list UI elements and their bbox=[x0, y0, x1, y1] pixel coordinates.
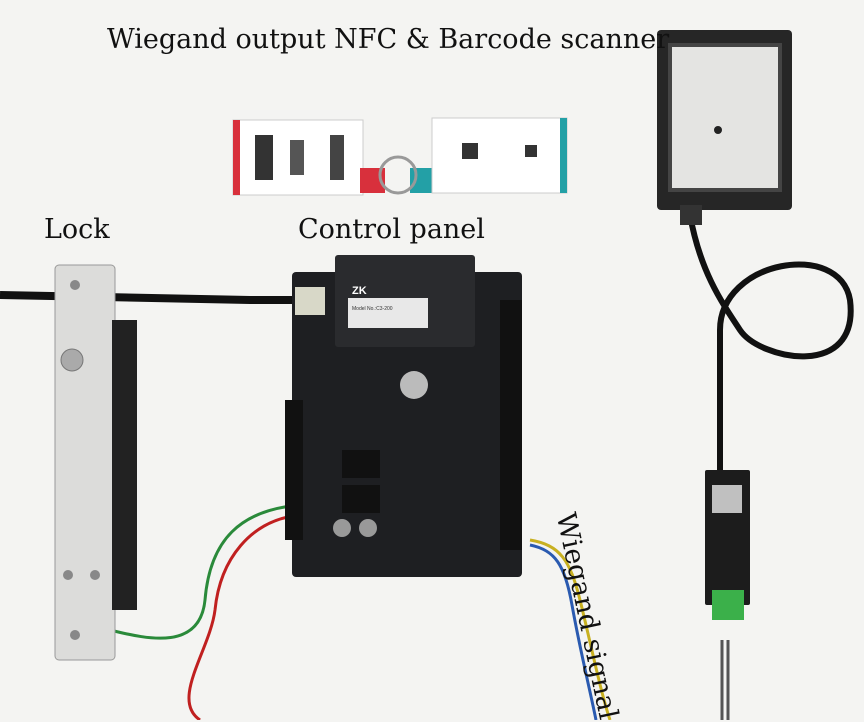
terminal-strip bbox=[285, 400, 303, 540]
lock-screw bbox=[90, 570, 100, 580]
lock-screw bbox=[70, 280, 80, 290]
lock-wire-red bbox=[187, 513, 301, 720]
scanner-cable bbox=[687, 214, 854, 470]
network-port bbox=[295, 287, 325, 315]
scanner-lens bbox=[714, 126, 722, 134]
wiegand-wire-blue bbox=[529, 543, 598, 720]
scanner-connector bbox=[680, 205, 702, 225]
converter-wires bbox=[720, 640, 730, 720]
barcode bbox=[330, 135, 344, 180]
lock-cable bbox=[0, 291, 300, 304]
qr-code bbox=[525, 145, 537, 157]
lock-screw bbox=[70, 630, 80, 640]
qr-card bbox=[431, 117, 568, 194]
rj45-port bbox=[712, 485, 742, 513]
capacitor bbox=[333, 519, 351, 537]
relay bbox=[342, 485, 380, 513]
control-panel-label: Control panel bbox=[298, 214, 485, 245]
barcode bbox=[255, 135, 273, 180]
lock-body bbox=[54, 264, 116, 661]
lock-bolt bbox=[60, 348, 84, 372]
lock-backplate bbox=[112, 320, 137, 610]
wiegand-wires bbox=[529, 538, 612, 720]
coin-battery bbox=[400, 371, 428, 399]
panel-sticker bbox=[348, 298, 428, 328]
terminal-block bbox=[712, 590, 744, 620]
barcode bbox=[290, 140, 304, 175]
lock-label: Lock bbox=[44, 214, 110, 245]
barcode-card-stripe bbox=[233, 120, 240, 195]
qr-card-stripe bbox=[560, 118, 567, 193]
scanner-window bbox=[668, 43, 782, 192]
qr-code bbox=[462, 143, 478, 159]
panel-model: Model No.:C3-200 bbox=[352, 306, 393, 312]
panel-brand: ZK bbox=[352, 285, 367, 297]
lock-wires bbox=[109, 503, 301, 640]
terminal-strip bbox=[500, 300, 522, 550]
relay bbox=[342, 450, 380, 478]
lock-screw bbox=[63, 570, 73, 580]
title-label: Wiegand output NFC & Barcode scanner bbox=[107, 24, 670, 55]
capacitor bbox=[359, 519, 377, 537]
key-ring bbox=[378, 155, 418, 195]
